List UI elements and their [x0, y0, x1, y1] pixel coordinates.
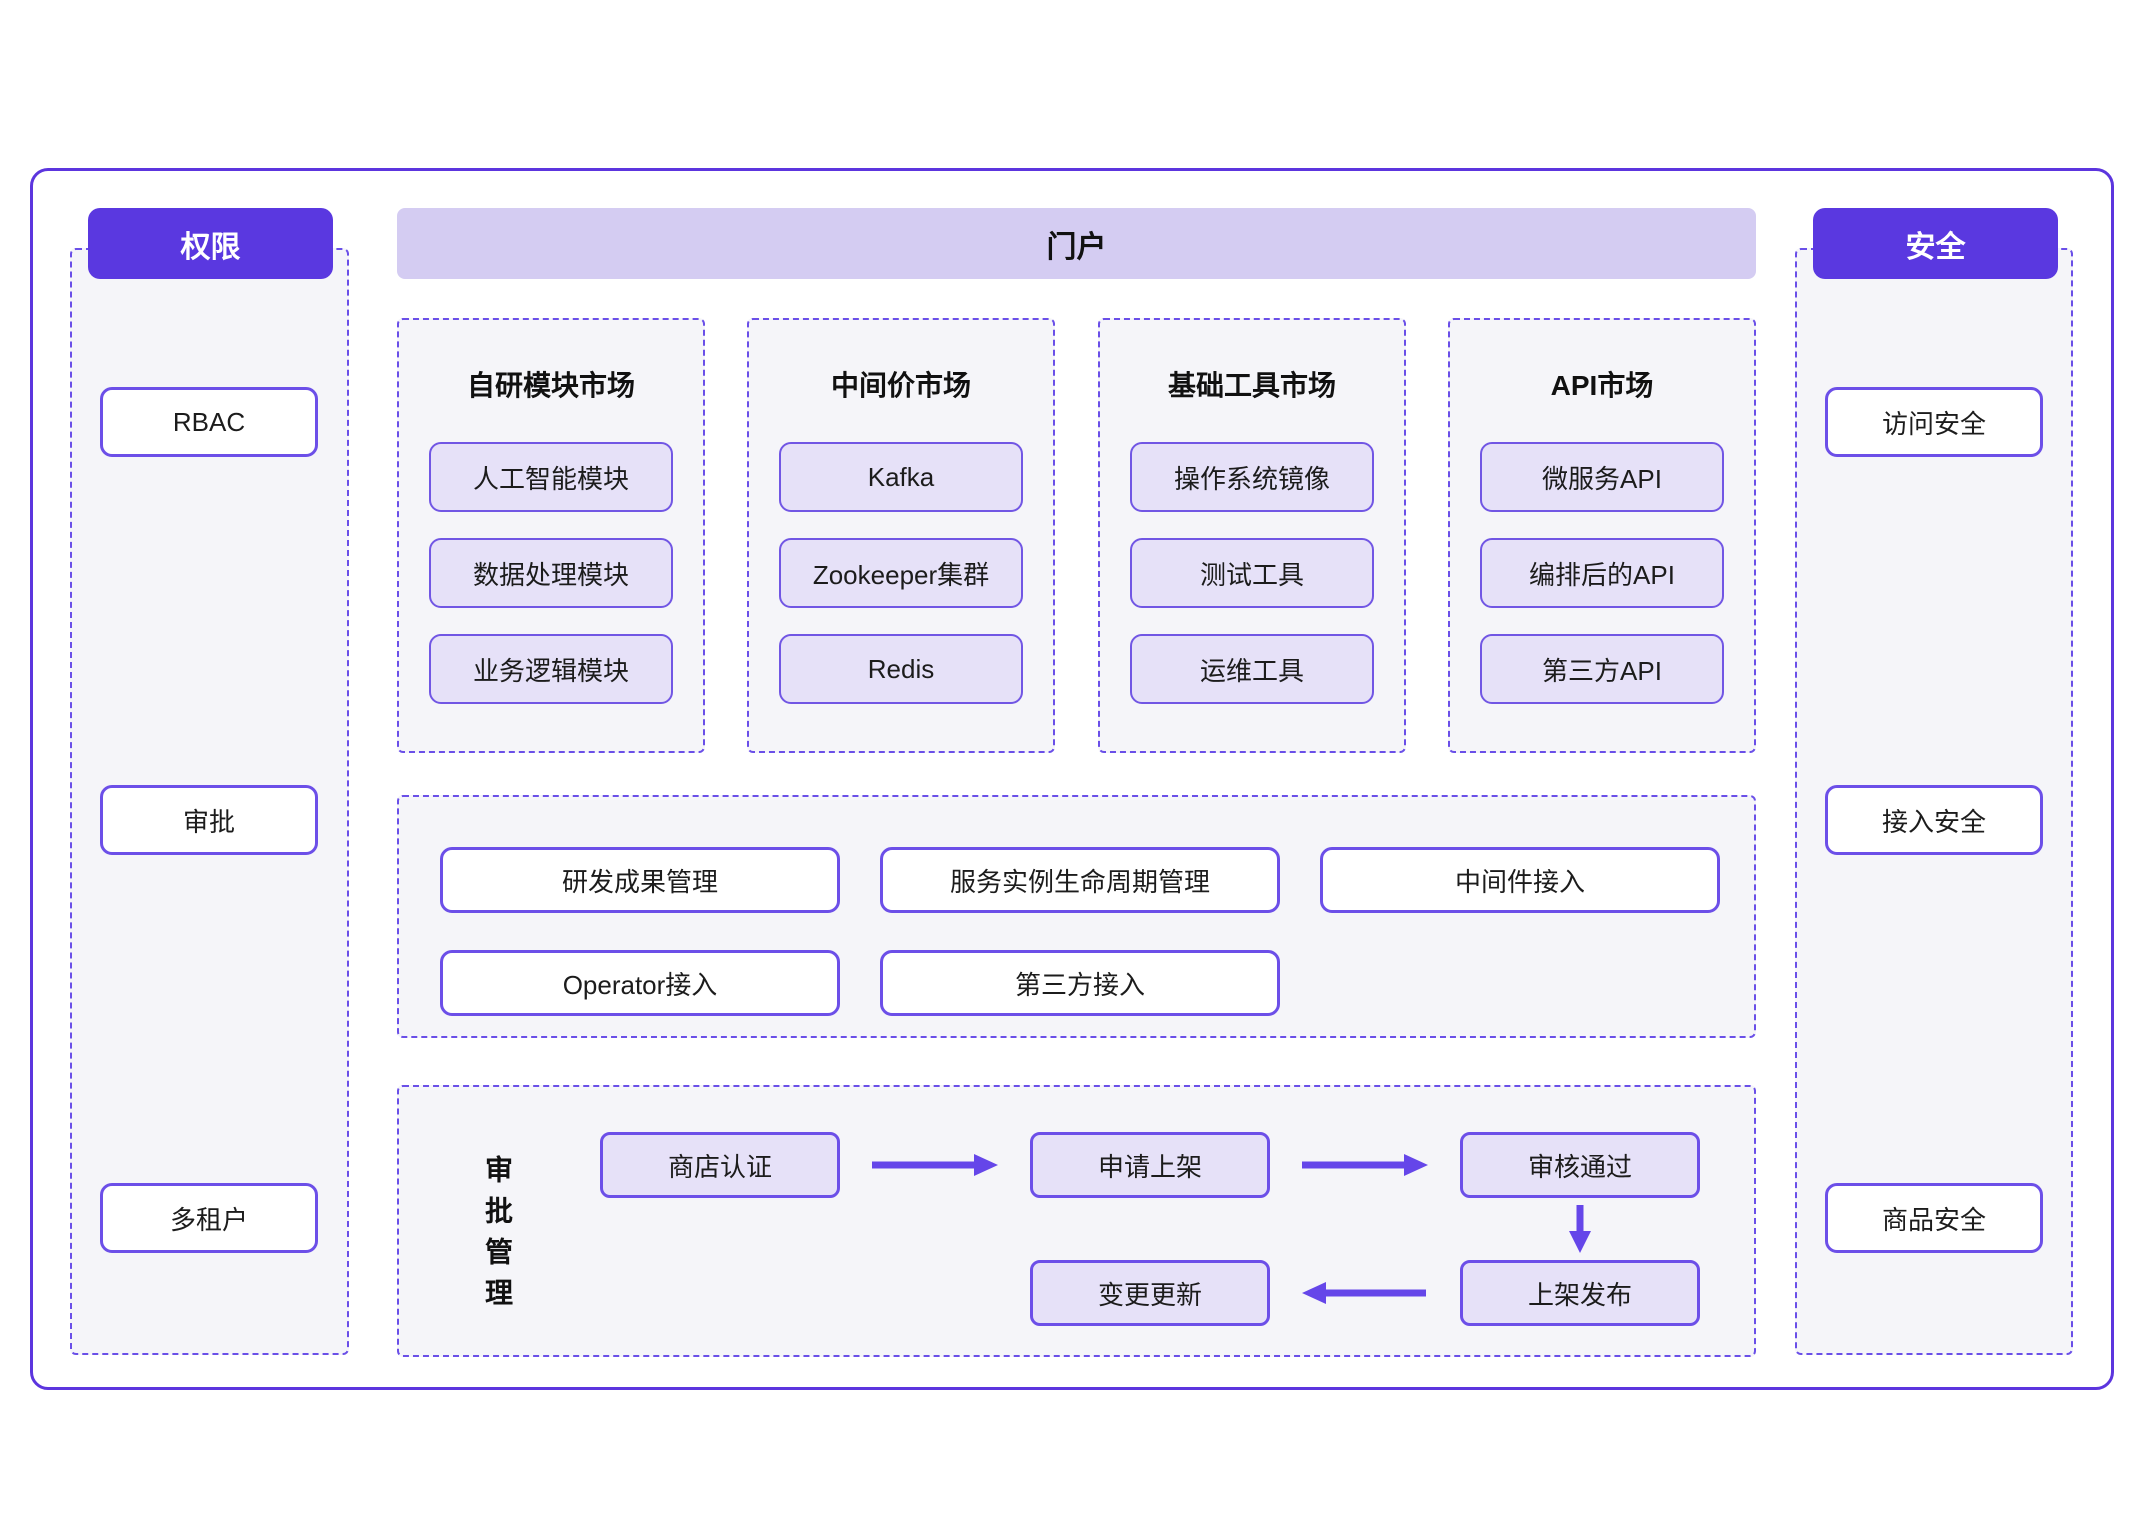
third-party-ingress-box: 第三方接入 [880, 950, 1280, 1016]
market-item: 数据处理模块 [429, 538, 673, 608]
arrow-right-icon [872, 1154, 998, 1176]
market-item: 人工智能模块 [429, 442, 673, 512]
market-column-middleware: 中间价市场 Kafka Zookeeper集群 Redis [747, 318, 1055, 753]
market-item: Redis [779, 634, 1023, 704]
market-column-self-modules: 自研模块市场 人工智能模块 数据处理模块 业务逻辑模块 [397, 318, 705, 753]
market-column-api: API市场 微服务API 编排后的API 第三方API [1448, 318, 1756, 753]
market-item: 操作系统镜像 [1130, 442, 1374, 512]
access-security-box: 访问安全 [1825, 387, 2043, 457]
arrow-down-icon [1569, 1205, 1591, 1253]
market-title: 自研模块市场 [466, 370, 635, 401]
market-item: 运维工具 [1130, 634, 1374, 704]
product-security-box: 商品安全 [1825, 1183, 2043, 1253]
permissions-header: 权限 [88, 208, 333, 279]
store-certification-step: 商店认证 [600, 1132, 840, 1198]
security-header: 安全 [1813, 208, 2058, 279]
market-title: 基础工具市场 [1167, 370, 1336, 401]
market-item: 第三方API [1480, 634, 1724, 704]
approval-flow-label: 审批管理 [482, 1155, 513, 1319]
ingress-security-box: 接入安全 [1825, 785, 2043, 855]
management-section: 研发成果管理 服务实例生命周期管理 中间件接入 Operator接入 第三方接入 [397, 795, 1756, 1038]
approval-box: 审批 [100, 785, 318, 855]
multitenant-box: 多租户 [100, 1183, 318, 1253]
rbac-box: RBAC [100, 387, 318, 457]
arrow-left-icon [1302, 1282, 1426, 1304]
market-item: 微服务API [1480, 442, 1724, 512]
approval-flow-section: 审批管理 商店认证 申请上架 审核通过 上架发布 变更更新 [397, 1085, 1756, 1357]
review-passed-step: 审核通过 [1460, 1132, 1700, 1198]
middleware-ingress-box: 中间件接入 [1320, 847, 1720, 913]
market-title: API市场 [1550, 370, 1654, 401]
service-lifecycle-mgmt-box: 服务实例生命周期管理 [880, 847, 1280, 913]
portal-banner: 门户 [397, 208, 1756, 279]
market-item: 业务逻辑模块 [429, 634, 673, 704]
arrow-right-icon [1302, 1154, 1428, 1176]
change-update-step: 变更更新 [1030, 1260, 1270, 1326]
apply-listing-step: 申请上架 [1030, 1132, 1270, 1198]
market-item: Kafka [779, 442, 1023, 512]
publish-step: 上架发布 [1460, 1260, 1700, 1326]
rd-results-mgmt-box: 研发成果管理 [440, 847, 840, 913]
market-title: 中间价市场 [830, 370, 971, 401]
market-column-basic-tools: 基础工具市场 操作系统镜像 测试工具 运维工具 [1098, 318, 1406, 753]
market-item: Zookeeper集群 [779, 538, 1023, 608]
market-item: 测试工具 [1130, 538, 1374, 608]
market-item: 编排后的API [1480, 538, 1724, 608]
operator-ingress-box: Operator接入 [440, 950, 840, 1016]
